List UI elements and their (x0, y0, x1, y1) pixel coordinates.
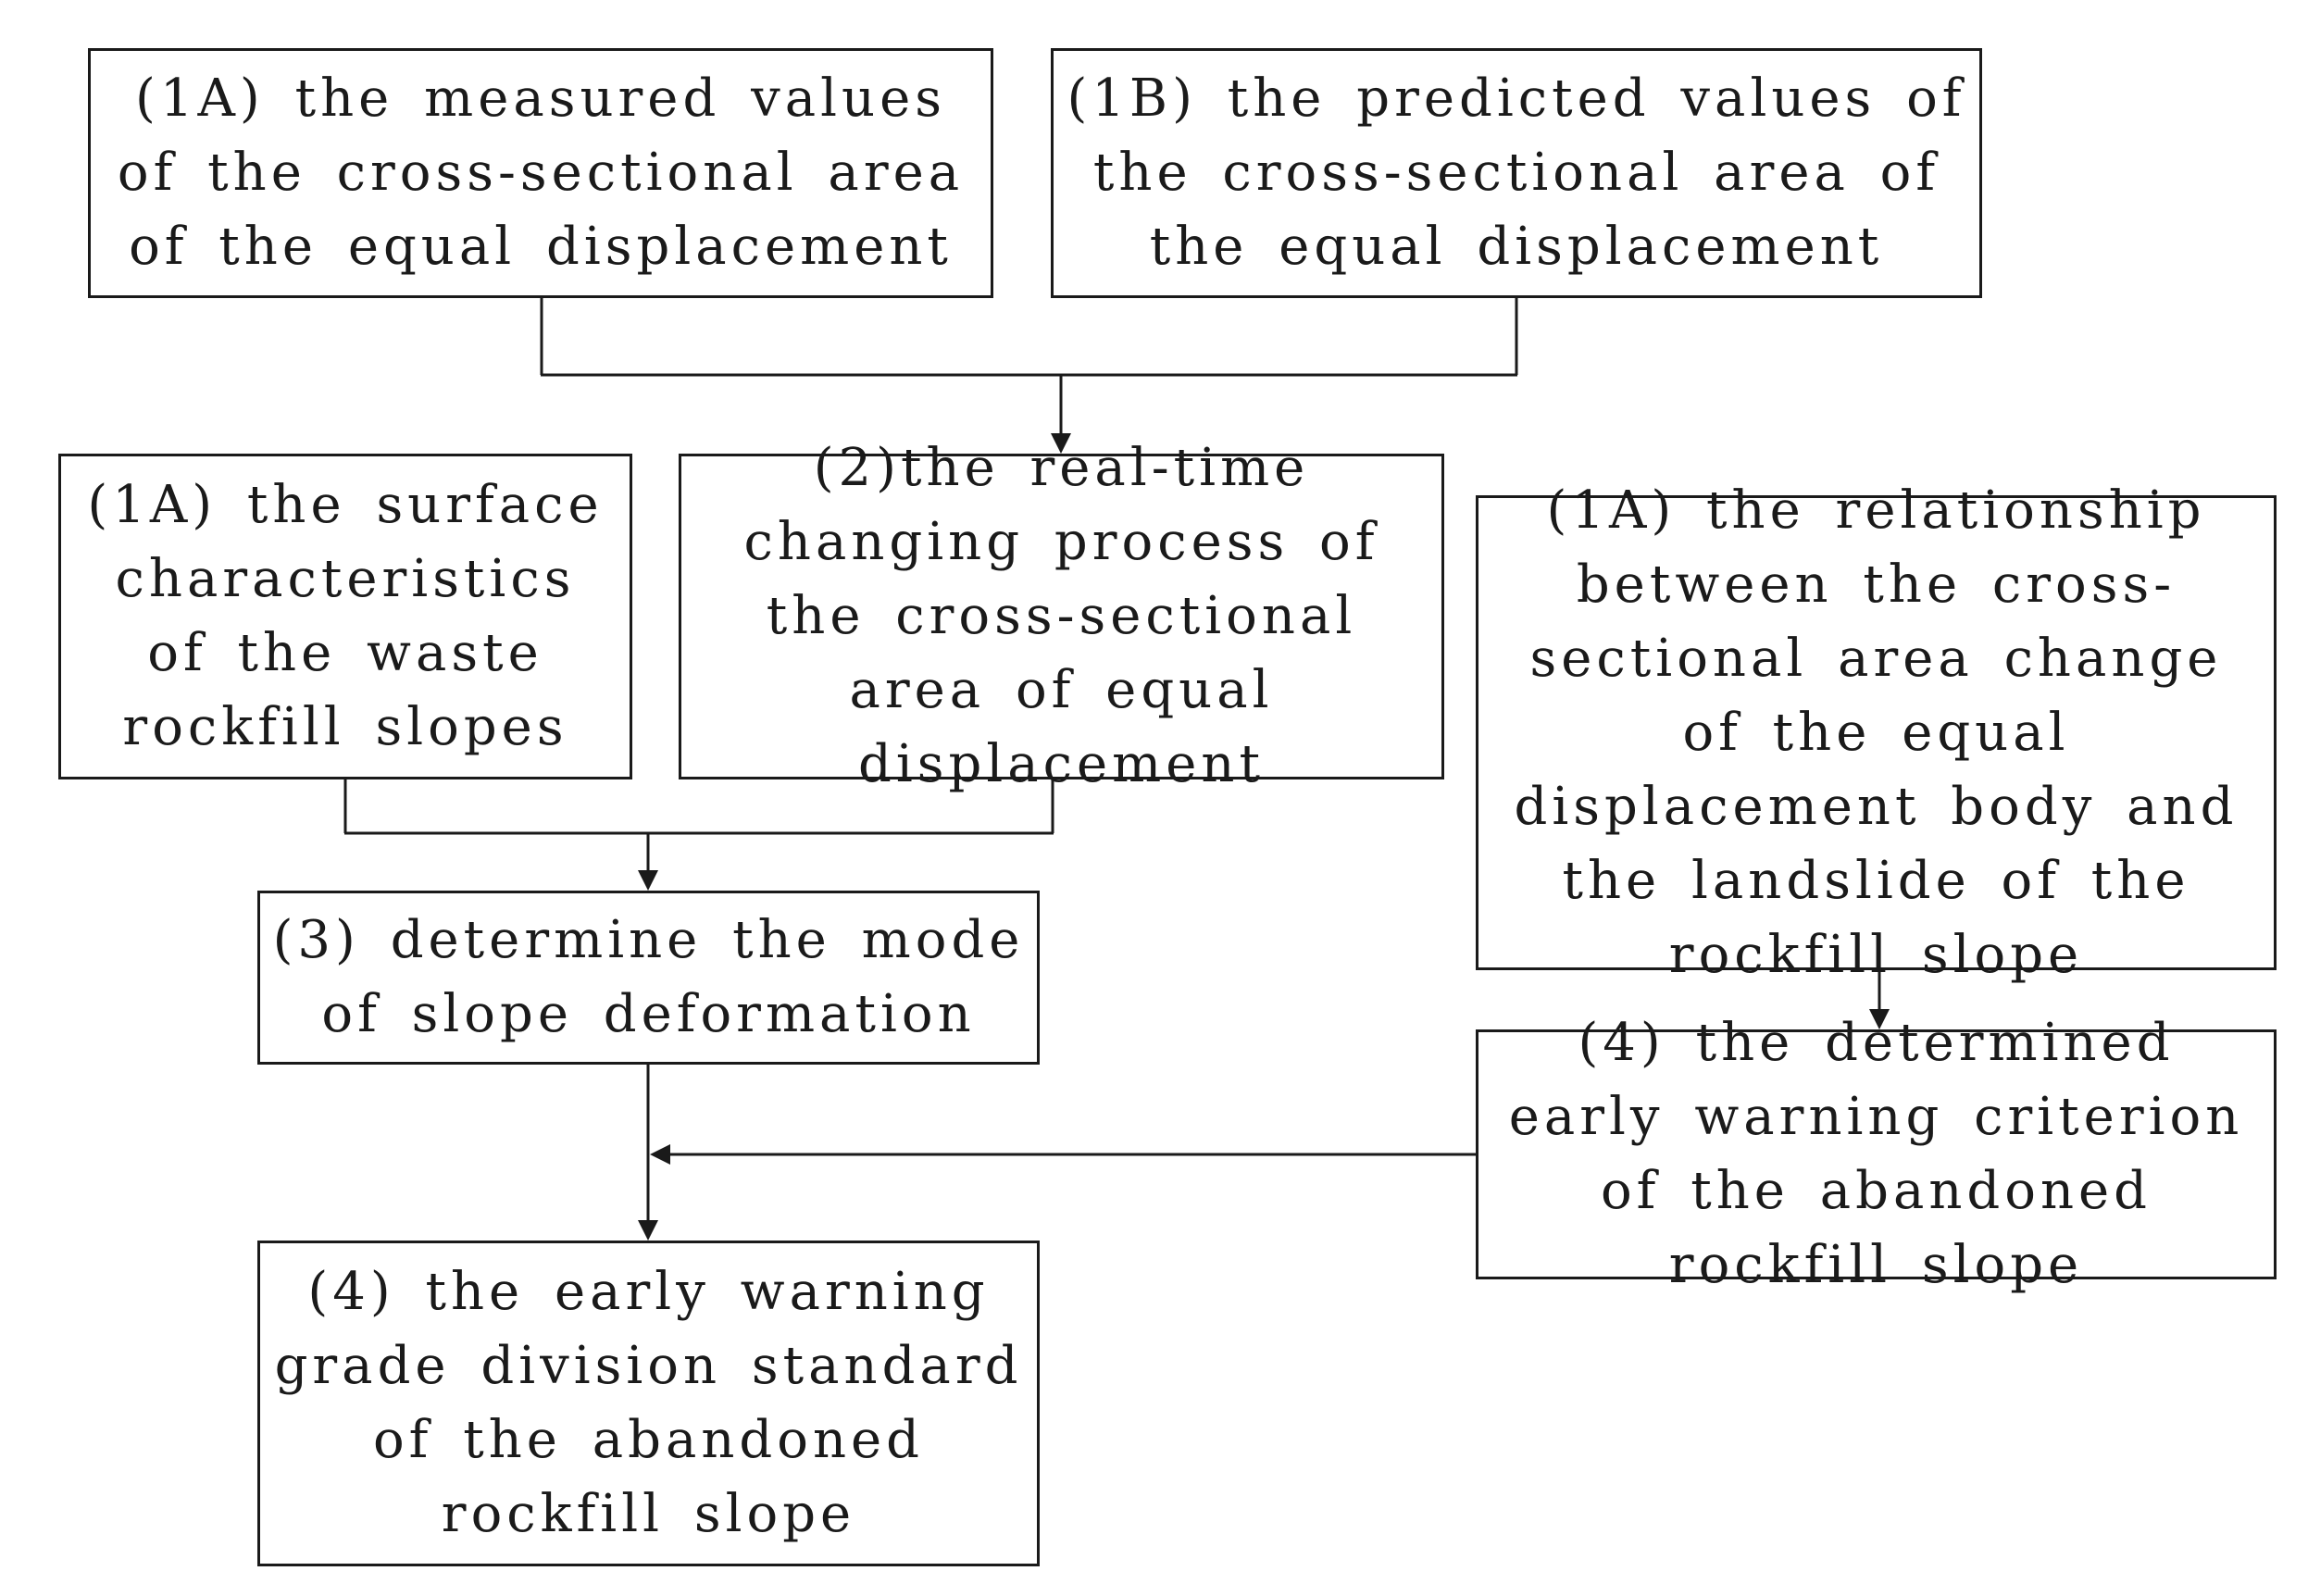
arrow-head (638, 870, 658, 891)
arrow-head (1869, 1009, 1890, 1029)
arrow-head (638, 1220, 658, 1241)
relationship-box: (1A) the relationship between the cross-… (1476, 480, 2277, 985)
predicted-values-box: (1B) the predicted values of the cross-s… (1051, 48, 1982, 298)
measured-values-text: (1A) the measured values of the cross-se… (117, 69, 965, 277)
relationship-text: (1A) the relationship between the cross-… (1514, 480, 2239, 985)
slope-deformation-mode-text: (3) determine the mode of slope deformat… (272, 910, 1025, 1044)
real-time-process-box: (2)the real-time changing process of the… (679, 438, 1444, 794)
surface-characteristics-text: (1A) the surface characteristics of the … (87, 475, 604, 757)
arrow-head (1051, 433, 1071, 454)
surface-characteristics-box: (1A) the surface characteristics of the … (58, 454, 632, 779)
real-time-process-text: (2)the real-time changing process of the… (743, 438, 1379, 794)
early-warning-criterion-text: (4) the determined early warning criteri… (1508, 1013, 2244, 1295)
predicted-values-text: (1B) the predicted values of the cross-s… (1067, 69, 1966, 277)
early-warning-grade-text: (4) the early warning grade division sta… (274, 1262, 1023, 1544)
early-warning-criterion-box: (4) the determined early warning criteri… (1476, 1013, 2277, 1295)
slope-deformation-mode-box: (3) determine the mode of slope deformat… (257, 891, 1040, 1065)
early-warning-grade-box: (4) the early warning grade division sta… (257, 1241, 1040, 1566)
arrow-head (650, 1144, 670, 1165)
measured-values-box: (1A) the measured values of the cross-se… (88, 48, 993, 298)
